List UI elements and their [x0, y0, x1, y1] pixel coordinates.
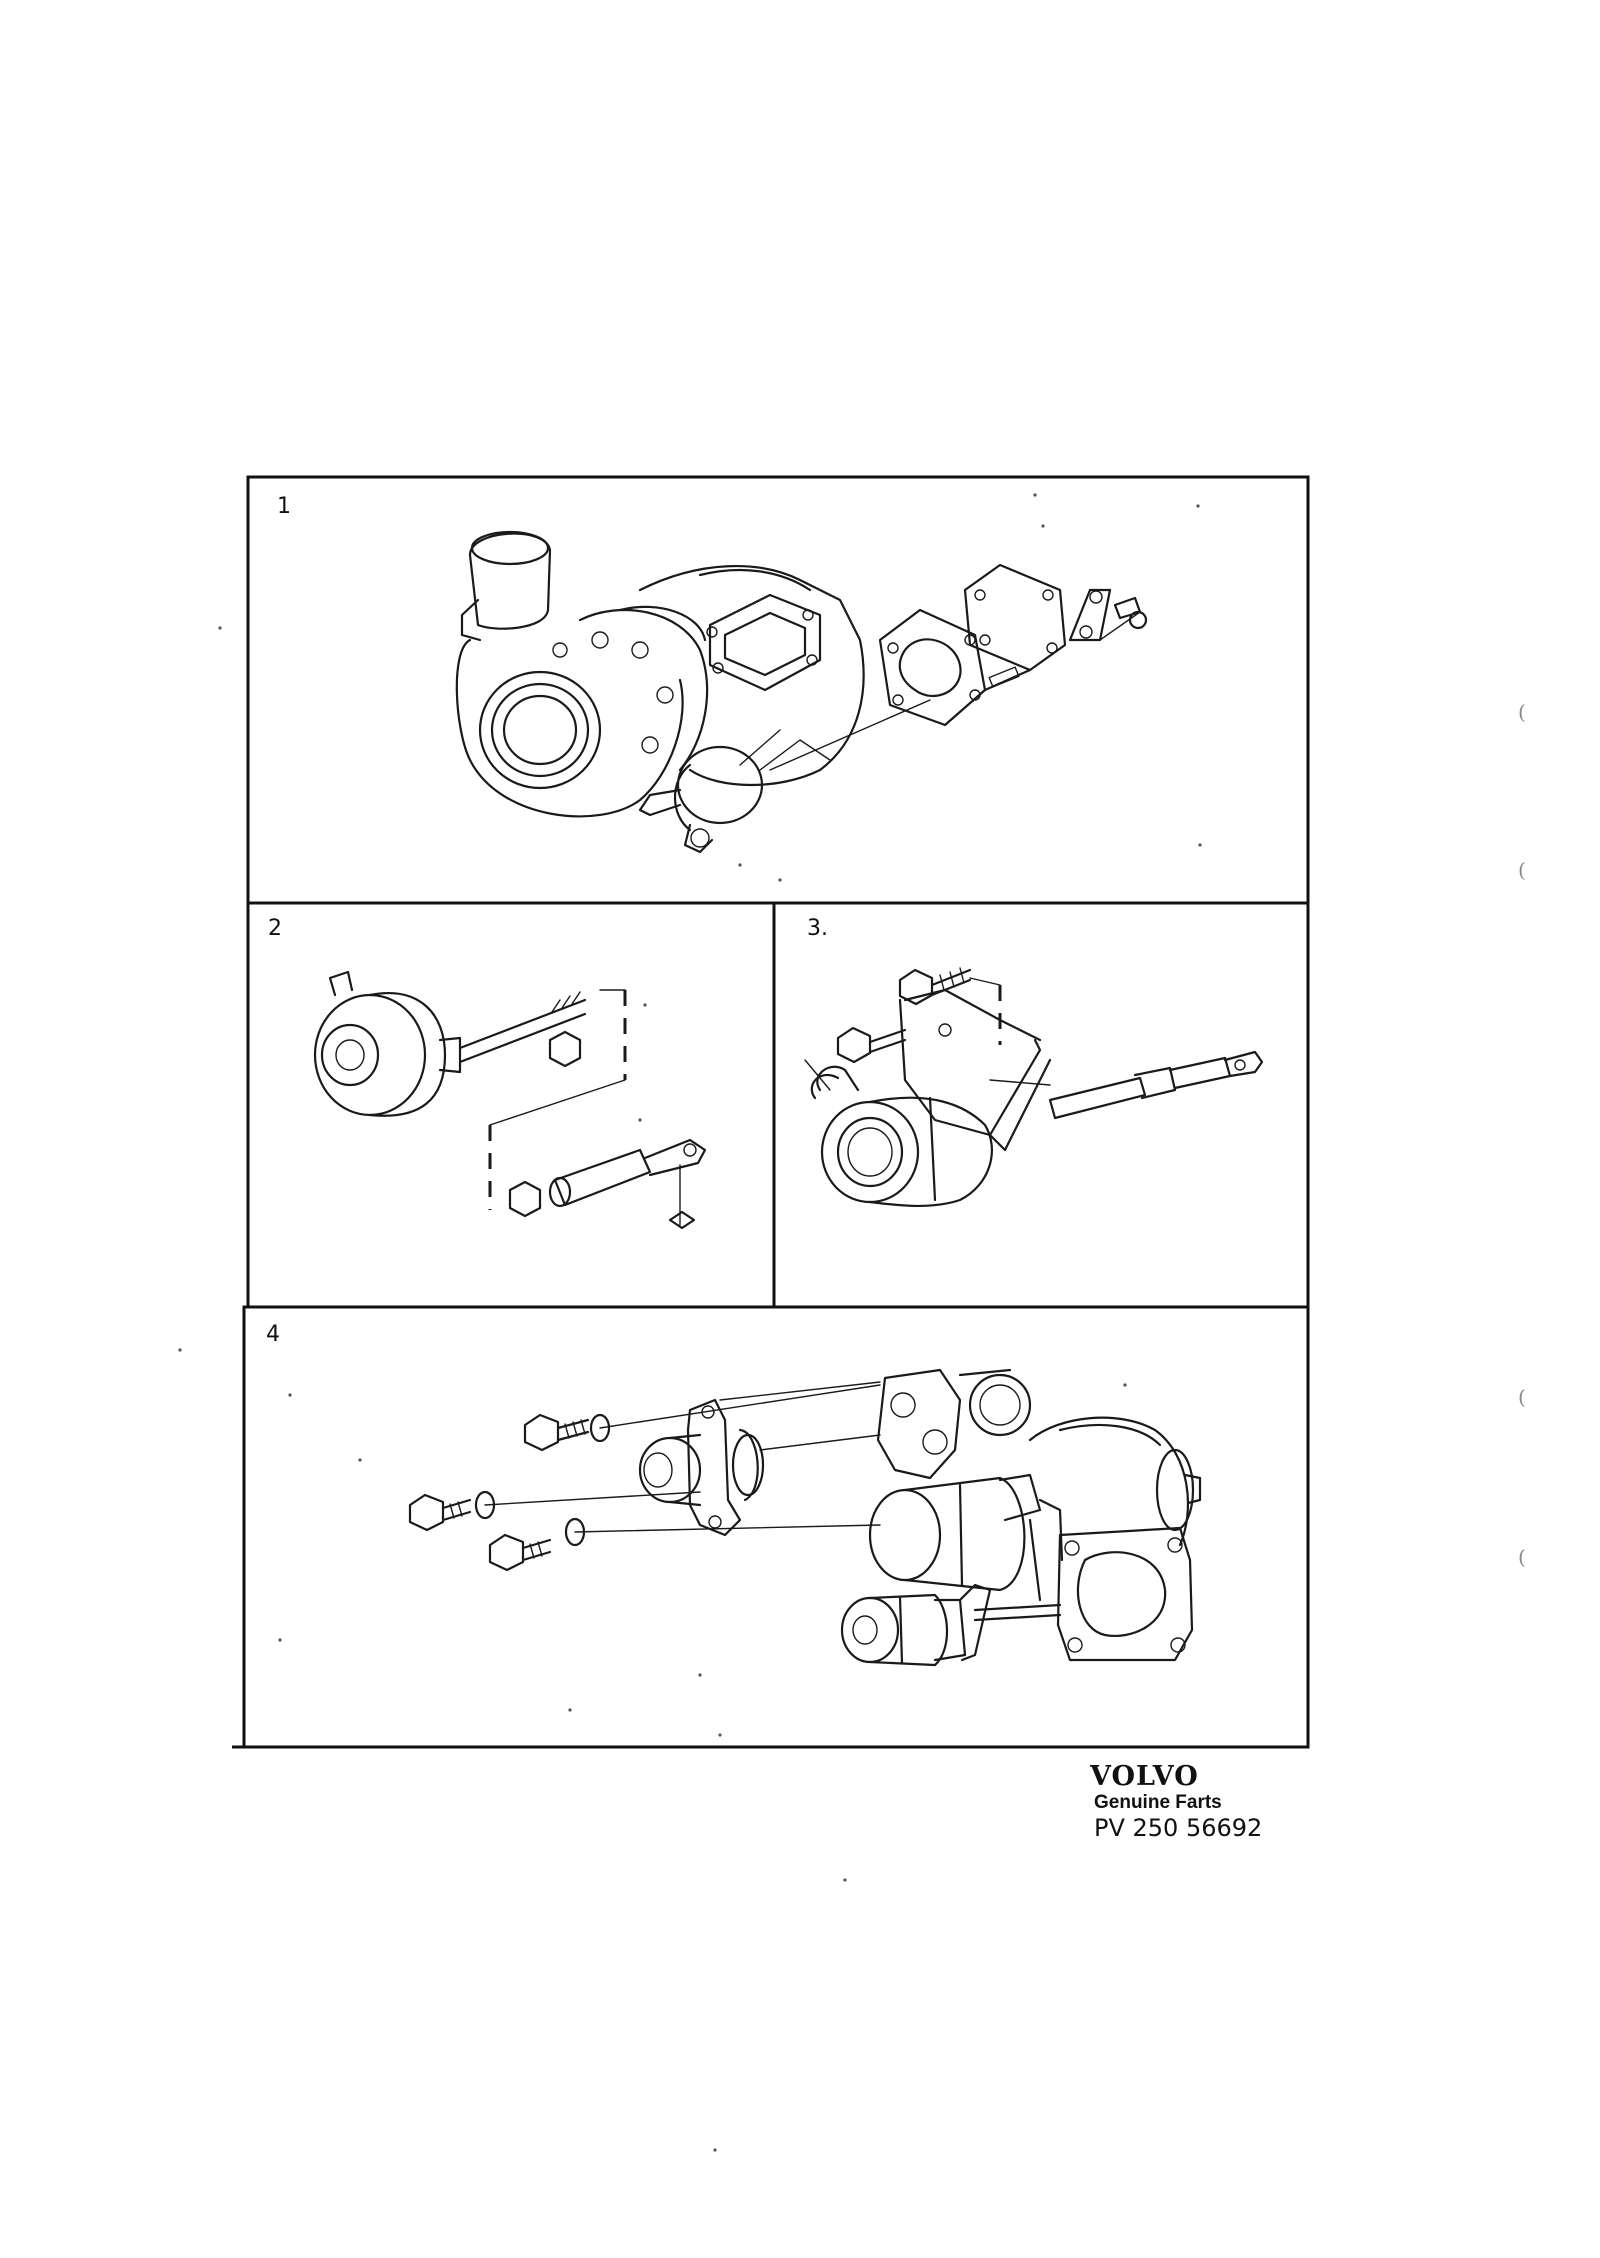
scan-specks: [178, 493, 1202, 2152]
panel-2-frame: [248, 903, 774, 1307]
panel-2-number: 2: [268, 916, 282, 941]
brand-block: VOLVO Genuine Farts PV 250 56692: [1090, 1761, 1350, 1843]
panel-4-number: 4: [266, 1322, 280, 1347]
actuator-bracket-illustration: [805, 968, 1262, 1206]
margin-mark: (: [1518, 1545, 1526, 1569]
margin-mark: (: [1518, 1385, 1526, 1409]
brand-subtitle: Genuine Farts: [1094, 1792, 1222, 1813]
volvo-logo: VOLVO: [1090, 1761, 1199, 1792]
turbo-mounting-hardware-illustration: [410, 1370, 1200, 1665]
panel-3-number: 3.: [807, 916, 828, 941]
margin-mark: (: [1518, 858, 1526, 882]
panel-frames: [232, 477, 1308, 1747]
turbocharger-assembly-illustration: [457, 532, 1146, 852]
part-code: PV 250 56692: [1094, 1814, 1263, 1842]
panel-1-frame: [248, 477, 1308, 903]
panel-1-number: 1: [277, 494, 291, 519]
wastegate-actuator-illustration: [315, 972, 705, 1228]
margin-mark: (: [1518, 700, 1526, 724]
